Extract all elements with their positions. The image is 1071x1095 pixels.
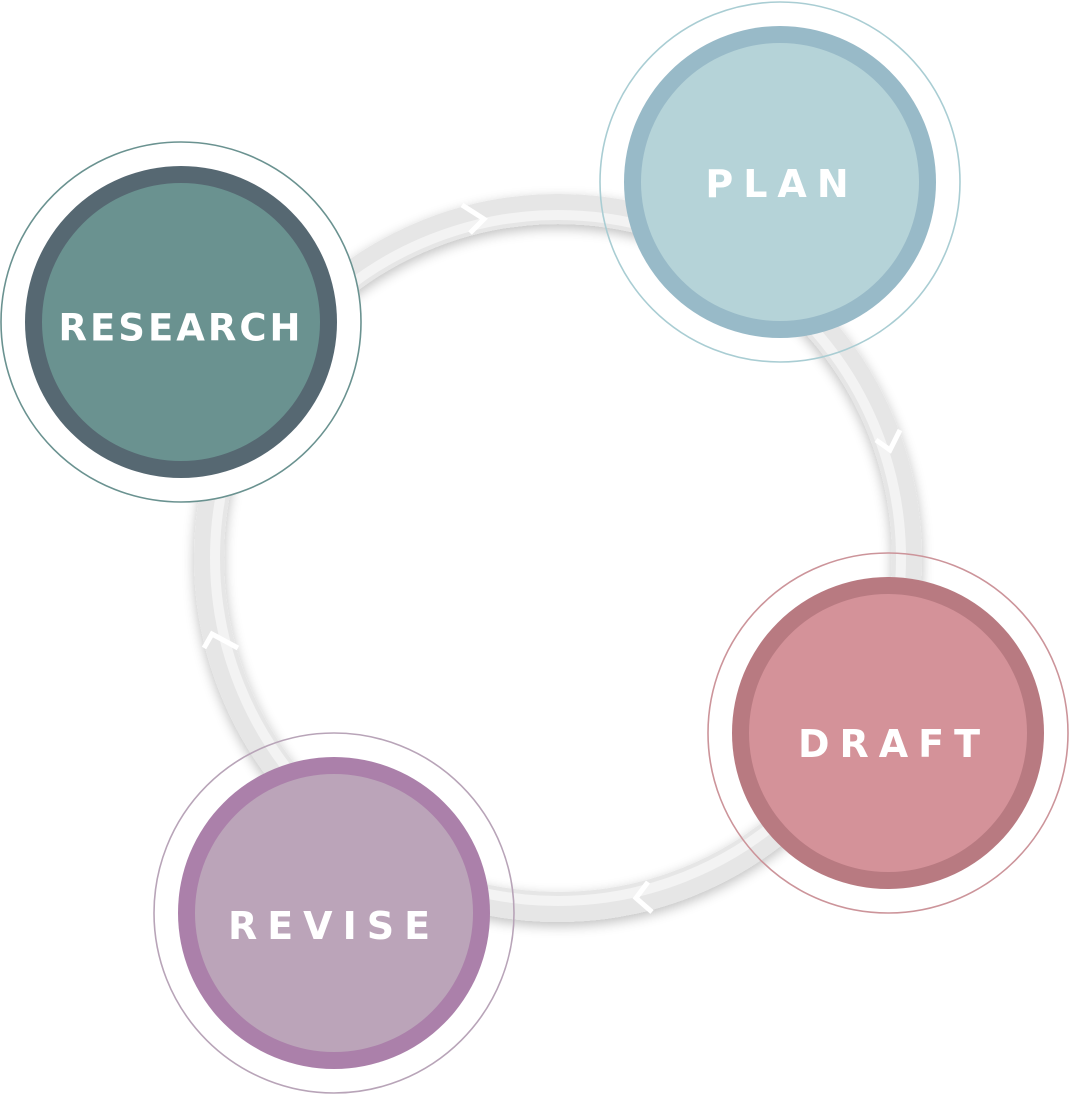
node-plan: PLAN bbox=[599, 1, 961, 363]
arrow-chevron-1 bbox=[460, 202, 488, 235]
node-draft-outline bbox=[707, 552, 1069, 914]
node-plan-label: PLAN bbox=[705, 162, 858, 206]
node-plan-outline bbox=[599, 1, 961, 363]
node-revise-label: REVISE bbox=[228, 904, 440, 948]
node-revise: REVISE bbox=[153, 732, 515, 1094]
arrow-chevron-2 bbox=[874, 428, 903, 454]
node-revise-fill bbox=[195, 774, 473, 1052]
node-revise-outline bbox=[153, 732, 515, 1094]
node-draft-fill bbox=[749, 594, 1027, 872]
node-draft-label: DRAFT bbox=[798, 722, 990, 766]
arrow-chevron-4 bbox=[201, 630, 240, 651]
cycle-ring bbox=[194, 194, 922, 922]
node-research: RESEARCH bbox=[0, 141, 362, 503]
node-draft: DRAFT bbox=[707, 552, 1069, 914]
arrow-chevron-3 bbox=[632, 880, 654, 914]
node-plan-fill bbox=[641, 43, 919, 321]
node-research-label: RESEARCH bbox=[59, 307, 304, 350]
node-research-fill bbox=[42, 183, 320, 461]
